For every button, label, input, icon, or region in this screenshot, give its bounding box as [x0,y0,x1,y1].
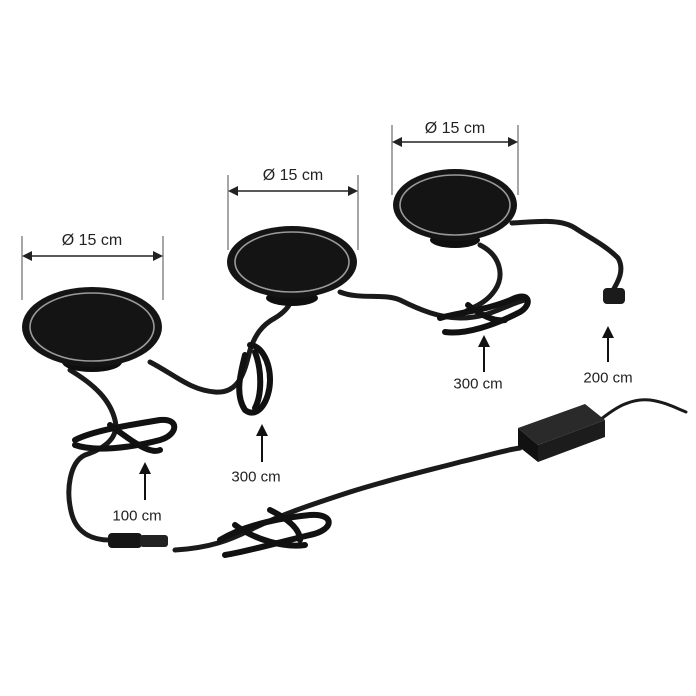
arrow-100cm [139,462,151,500]
driver-box [518,404,605,462]
length-label-300cm-left: 300 cm [231,468,281,486]
dimension-line-right [391,125,519,195]
cable-network [66,218,688,553]
cable-segment-power [598,398,688,422]
light-disc-right [393,169,517,248]
coil-300cm-left [236,342,274,416]
light-disc-left [22,287,162,372]
cable-coils [72,293,531,558]
cable-segment-2 [147,299,293,395]
connector-left [108,533,168,548]
cable-segment-5 [509,218,624,295]
length-label-100cm: 100 cm [112,507,162,525]
arrow-300cm-left [256,424,268,462]
cable-segment-3 [337,289,528,321]
dimension-lines [21,125,519,300]
dimension-line-left [21,236,164,300]
diameter-label-right: Ø 15 cm [424,120,486,137]
cable-segment-1 [66,367,119,543]
light-disc-middle [227,226,357,306]
coil-main [217,507,332,558]
dimension-line-middle [227,175,359,250]
length-arrows [139,326,614,500]
coil-100cm [72,416,178,454]
length-label-200cm: 200 cm [583,369,633,387]
arrow-200cm [602,326,614,362]
length-label-300cm-right: 300 cm [453,375,503,393]
cable-segment-4 [462,242,503,315]
coil-300cm-right [437,293,531,336]
arrow-300cm-right [478,335,490,372]
cable-segment-main [172,445,523,553]
diameter-label-middle: Ø 15 cm [262,167,324,184]
connector-end-200cm [603,288,625,304]
diameter-label-left: Ø 15 cm [61,232,123,249]
